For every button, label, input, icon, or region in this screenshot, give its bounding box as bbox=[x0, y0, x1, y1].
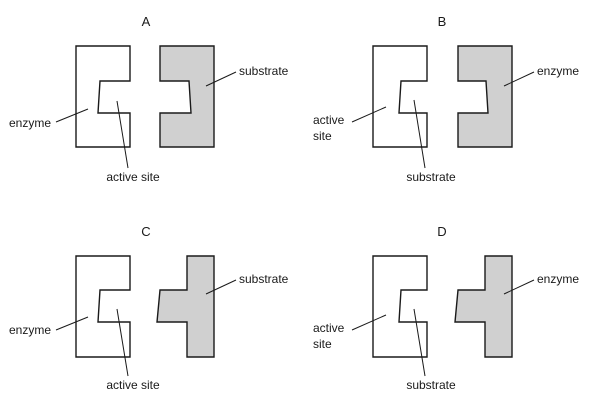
panel-c-left-shape bbox=[75, 255, 131, 358]
panel-b-right-shape bbox=[457, 45, 513, 148]
panel-b-label-left-1: active bbox=[313, 113, 345, 127]
panel-d-leader-left bbox=[351, 314, 387, 331]
panel-a-leader-center bbox=[116, 100, 129, 169]
panel-b-label-right: enzyme bbox=[537, 64, 579, 78]
panel-c-leader-left bbox=[55, 316, 89, 331]
panel-c-right-shape bbox=[156, 255, 215, 358]
panel-a-label-center: active site bbox=[106, 170, 160, 184]
panel-b-label-left-2: site bbox=[313, 129, 332, 143]
panel-a: A enzyme active site substrate bbox=[9, 14, 289, 184]
panel-d-leader-center bbox=[413, 308, 426, 377]
panel-c-label-right: substrate bbox=[239, 272, 289, 286]
panel-c-label-center: active site bbox=[106, 378, 160, 392]
panel-c: C enzyme active site substrate bbox=[9, 224, 289, 392]
panel-d-label-right: enzyme bbox=[537, 272, 579, 286]
panel-b-letter: B bbox=[438, 14, 447, 29]
panel-a-leader-left bbox=[55, 108, 89, 123]
panel-a-leader-right bbox=[205, 71, 237, 87]
panel-d-label-left-1: active bbox=[313, 321, 345, 335]
panel-b-leader-center bbox=[413, 99, 426, 169]
panel-b-label-center: substrate bbox=[406, 170, 456, 184]
panel-b-left-shape bbox=[372, 45, 428, 148]
panel-c-label-left: enzyme bbox=[9, 323, 51, 337]
panel-a-left-shape bbox=[75, 45, 131, 148]
panel-c-letter: C bbox=[141, 224, 150, 239]
panel-d-letter: D bbox=[437, 224, 446, 239]
panel-c-leader-right bbox=[205, 279, 237, 295]
panel-d-right-shape bbox=[454, 255, 513, 358]
panel-a-label-right: substrate bbox=[239, 64, 289, 78]
panel-a-label-left: enzyme bbox=[9, 116, 51, 130]
panel-b-leader-right bbox=[503, 71, 535, 87]
panel-d-leader-right bbox=[503, 279, 535, 295]
panel-d: D active site substrate enzyme bbox=[313, 224, 579, 392]
panel-a-letter: A bbox=[142, 14, 151, 29]
panel-a-right-shape bbox=[159, 45, 215, 148]
panel-b: B active site substrate enzyme bbox=[313, 14, 579, 184]
panel-d-left-shape bbox=[372, 255, 428, 358]
panel-b-leader-left bbox=[351, 106, 387, 123]
panel-c-leader-center bbox=[116, 308, 129, 377]
panel-d-label-center: substrate bbox=[406, 378, 456, 392]
panel-d-label-left-2: site bbox=[313, 337, 332, 351]
